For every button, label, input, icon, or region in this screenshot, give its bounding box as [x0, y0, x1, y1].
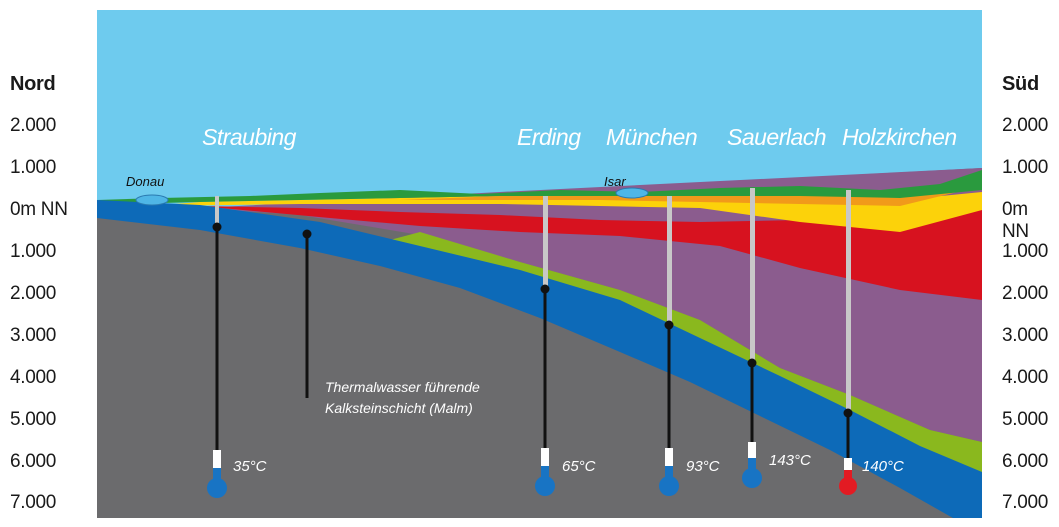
temp-holzkirchen: 140°C: [862, 458, 904, 475]
depth-label-right-5: 3.000: [1002, 325, 1049, 346]
depth-label-right-8: 6.000: [1002, 451, 1049, 472]
depth-label-left-9: 7.000: [10, 492, 57, 513]
surface-green: [97, 170, 982, 204]
malm-annotation-line2: Kalksteinschicht (Malm): [325, 400, 473, 416]
city-holzkirchen: Holzkirchen: [842, 124, 957, 150]
depth-label-left-4: 2.000: [10, 283, 57, 304]
temp-straubing: 35°C: [233, 458, 267, 475]
city-erding: Erding: [517, 124, 581, 150]
depth-label-right-3: 1.000: [1002, 241, 1049, 262]
temp-erding: 65°C: [562, 458, 596, 475]
depth-label-left-6: 4.000: [10, 367, 57, 388]
red-layer: [200, 206, 982, 300]
depth-label-right-9: 7.000: [1002, 492, 1049, 513]
depth-label-left-3: 1.000: [10, 241, 57, 262]
depth-label-left-2: 0m NN: [10, 199, 68, 220]
city-sauerlach: Sauerlach: [727, 124, 827, 150]
malm-annotation: Thermalwasser führende Kalksteinschicht …: [325, 377, 480, 419]
depth-label-right-2: 0m NN: [1002, 199, 1029, 242]
south-label: Süd: [1002, 73, 1039, 95]
borehole-erding: [535, 196, 555, 496]
depth-label-right-0: 2.000: [1002, 115, 1049, 136]
depth-label-left-5: 3.000: [10, 325, 57, 346]
depth-label-right-1: 1.000: [1002, 157, 1049, 178]
depth-label-right-7: 5.000: [1002, 409, 1049, 430]
malm-annotation-line1: Thermalwasser führende: [325, 379, 480, 395]
borehole-straubing: [207, 196, 227, 498]
river-isar: Isar: [604, 174, 626, 189]
borehole-muenchen: [659, 196, 679, 496]
temp-sauerlach: 143°C: [769, 452, 811, 469]
depth-label-right-6: 4.000: [1002, 367, 1049, 388]
donau-river-icon: [135, 194, 169, 206]
river-donau: Donau: [126, 174, 165, 189]
bottom-border: [97, 518, 982, 522]
borehole-holzkirchen: [839, 190, 857, 495]
depth-label-left-1: 1.000: [10, 157, 57, 178]
isar-river-icon: [615, 187, 649, 199]
depth-label-right-4: 2.000: [1002, 283, 1049, 304]
temp-muenchen: 93°C: [686, 458, 720, 475]
city-muenchen: München: [606, 124, 698, 150]
city-straubing: Straubing: [202, 124, 296, 150]
depth-label-left-7: 5.000: [10, 409, 57, 430]
depth-label-left-8: 6.000: [10, 451, 57, 472]
north-label: Nord: [10, 73, 56, 95]
depth-label-left-0: 2.000: [10, 115, 57, 136]
borehole-malm: [302, 229, 312, 398]
borehole-sauerlach: [742, 188, 762, 488]
